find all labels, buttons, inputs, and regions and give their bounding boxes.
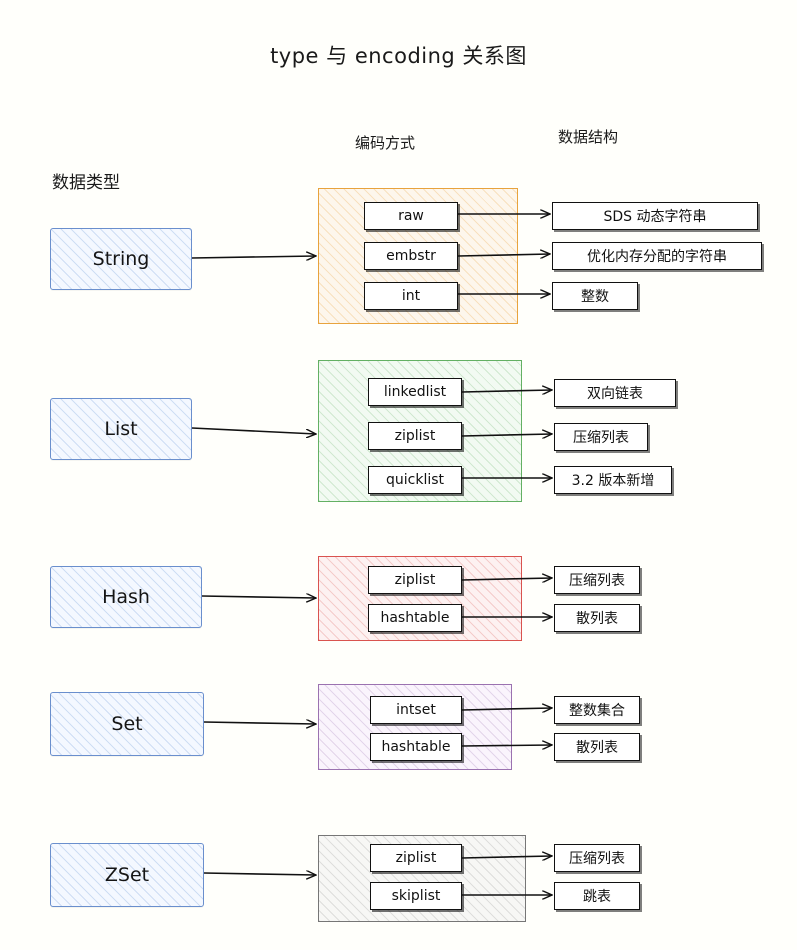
structure-box-label: 优化内存分配的字符串 bbox=[587, 249, 727, 265]
structure-box-label: 跳表 bbox=[583, 889, 611, 905]
structure-box-ziplist[interactable]: 压缩列表 bbox=[554, 844, 640, 872]
type-box-set[interactable]: Set bbox=[50, 692, 204, 756]
encoding-box-label: hashtable bbox=[380, 610, 450, 626]
encoding-box-hashtable[interactable]: hashtable bbox=[368, 604, 462, 632]
encoding-box-ziplist[interactable]: ziplist bbox=[370, 844, 462, 872]
structure-box-label: 整数 bbox=[581, 289, 609, 305]
encoding-box-intset[interactable]: intset bbox=[370, 696, 462, 724]
structure-box-integer[interactable]: 整数 bbox=[552, 282, 638, 310]
encoding-box-label: linkedlist bbox=[383, 384, 447, 400]
type-box-label: Hash bbox=[102, 586, 150, 608]
structure-box-label: SDS 动态字符串 bbox=[603, 209, 707, 225]
structure-box-added-in-32[interactable]: 3.2 版本新增 bbox=[554, 466, 672, 494]
encoding-box-hashtable[interactable]: hashtable bbox=[370, 733, 462, 761]
structure-box-doubly-linked-list[interactable]: 双向链表 bbox=[554, 379, 676, 407]
encoding-box-ziplist[interactable]: ziplist bbox=[368, 422, 462, 450]
type-box-label: Set bbox=[111, 713, 143, 735]
arrow-set-to-group bbox=[203, 722, 316, 724]
structure-box-label: 整数集合 bbox=[569, 703, 625, 719]
arrow-string-to-group bbox=[191, 256, 316, 258]
encoding-box-ziplist[interactable]: ziplist bbox=[368, 566, 462, 594]
type-box-zset[interactable]: ZSet bbox=[50, 843, 204, 907]
structure-box-integer-set[interactable]: 整数集合 bbox=[554, 696, 640, 724]
arrow-hash-to-group bbox=[201, 596, 316, 598]
structure-box-sds[interactable]: SDS 动态字符串 bbox=[552, 202, 758, 230]
type-box-label: String bbox=[92, 248, 150, 270]
encoding-box-label: ziplist bbox=[394, 572, 436, 588]
column-header-encoding: 编码方式 bbox=[355, 134, 416, 152]
structure-box-label: 3.2 版本新增 bbox=[571, 473, 655, 489]
structure-box-skiplist[interactable]: 跳表 bbox=[554, 882, 640, 910]
structure-box-ziplist[interactable]: 压缩列表 bbox=[554, 566, 640, 594]
structure-box-label: 压缩列表 bbox=[569, 573, 625, 589]
structure-box-label: 压缩列表 bbox=[573, 430, 629, 446]
structure-box-label: 散列表 bbox=[576, 740, 618, 756]
encoding-box-label: raw bbox=[398, 208, 424, 224]
structure-box-label: 压缩列表 bbox=[569, 851, 625, 867]
structure-box-hashtable[interactable]: 散列表 bbox=[554, 733, 640, 761]
encoding-box-label: ziplist bbox=[395, 850, 437, 866]
type-box-string[interactable]: String bbox=[50, 228, 192, 290]
encoding-box-int[interactable]: int bbox=[364, 282, 458, 310]
encoding-box-label: quicklist bbox=[385, 472, 445, 488]
column-header-data-structure: 数据结构 bbox=[558, 128, 619, 146]
page-title: type 与 encoding 关系图 bbox=[270, 44, 527, 68]
encoding-box-embstr[interactable]: embstr bbox=[364, 242, 458, 270]
encoding-box-label: embstr bbox=[386, 248, 436, 264]
type-box-label: List bbox=[104, 418, 138, 440]
structure-box-ziplist[interactable]: 压缩列表 bbox=[554, 423, 648, 451]
encoding-box-label: skiplist bbox=[391, 888, 441, 904]
type-box-list[interactable]: List bbox=[50, 398, 192, 460]
arrow-list-to-group bbox=[191, 427, 316, 434]
structure-box-label: 双向链表 bbox=[587, 386, 643, 402]
structure-box-optimized-string[interactable]: 优化内存分配的字符串 bbox=[552, 242, 762, 270]
encoding-box-raw[interactable]: raw bbox=[364, 202, 458, 230]
arrow-zset-to-group bbox=[203, 873, 316, 875]
encoding-box-linkedlist[interactable]: linkedlist bbox=[368, 378, 462, 406]
structure-box-label: 散列表 bbox=[576, 611, 618, 627]
structure-box-hashtable[interactable]: 散列表 bbox=[554, 604, 640, 632]
encoding-box-label: hashtable bbox=[381, 739, 451, 755]
type-box-hash[interactable]: Hash bbox=[50, 566, 202, 628]
encoding-box-label: int bbox=[401, 288, 421, 304]
encoding-box-quicklist[interactable]: quicklist bbox=[368, 466, 462, 494]
type-box-label: ZSet bbox=[104, 864, 150, 886]
encoding-box-label: ziplist bbox=[394, 428, 436, 444]
column-header-data-type: 数据类型 bbox=[52, 173, 120, 193]
encoding-box-label: intset bbox=[396, 702, 436, 718]
encoding-box-skiplist[interactable]: skiplist bbox=[370, 882, 462, 910]
